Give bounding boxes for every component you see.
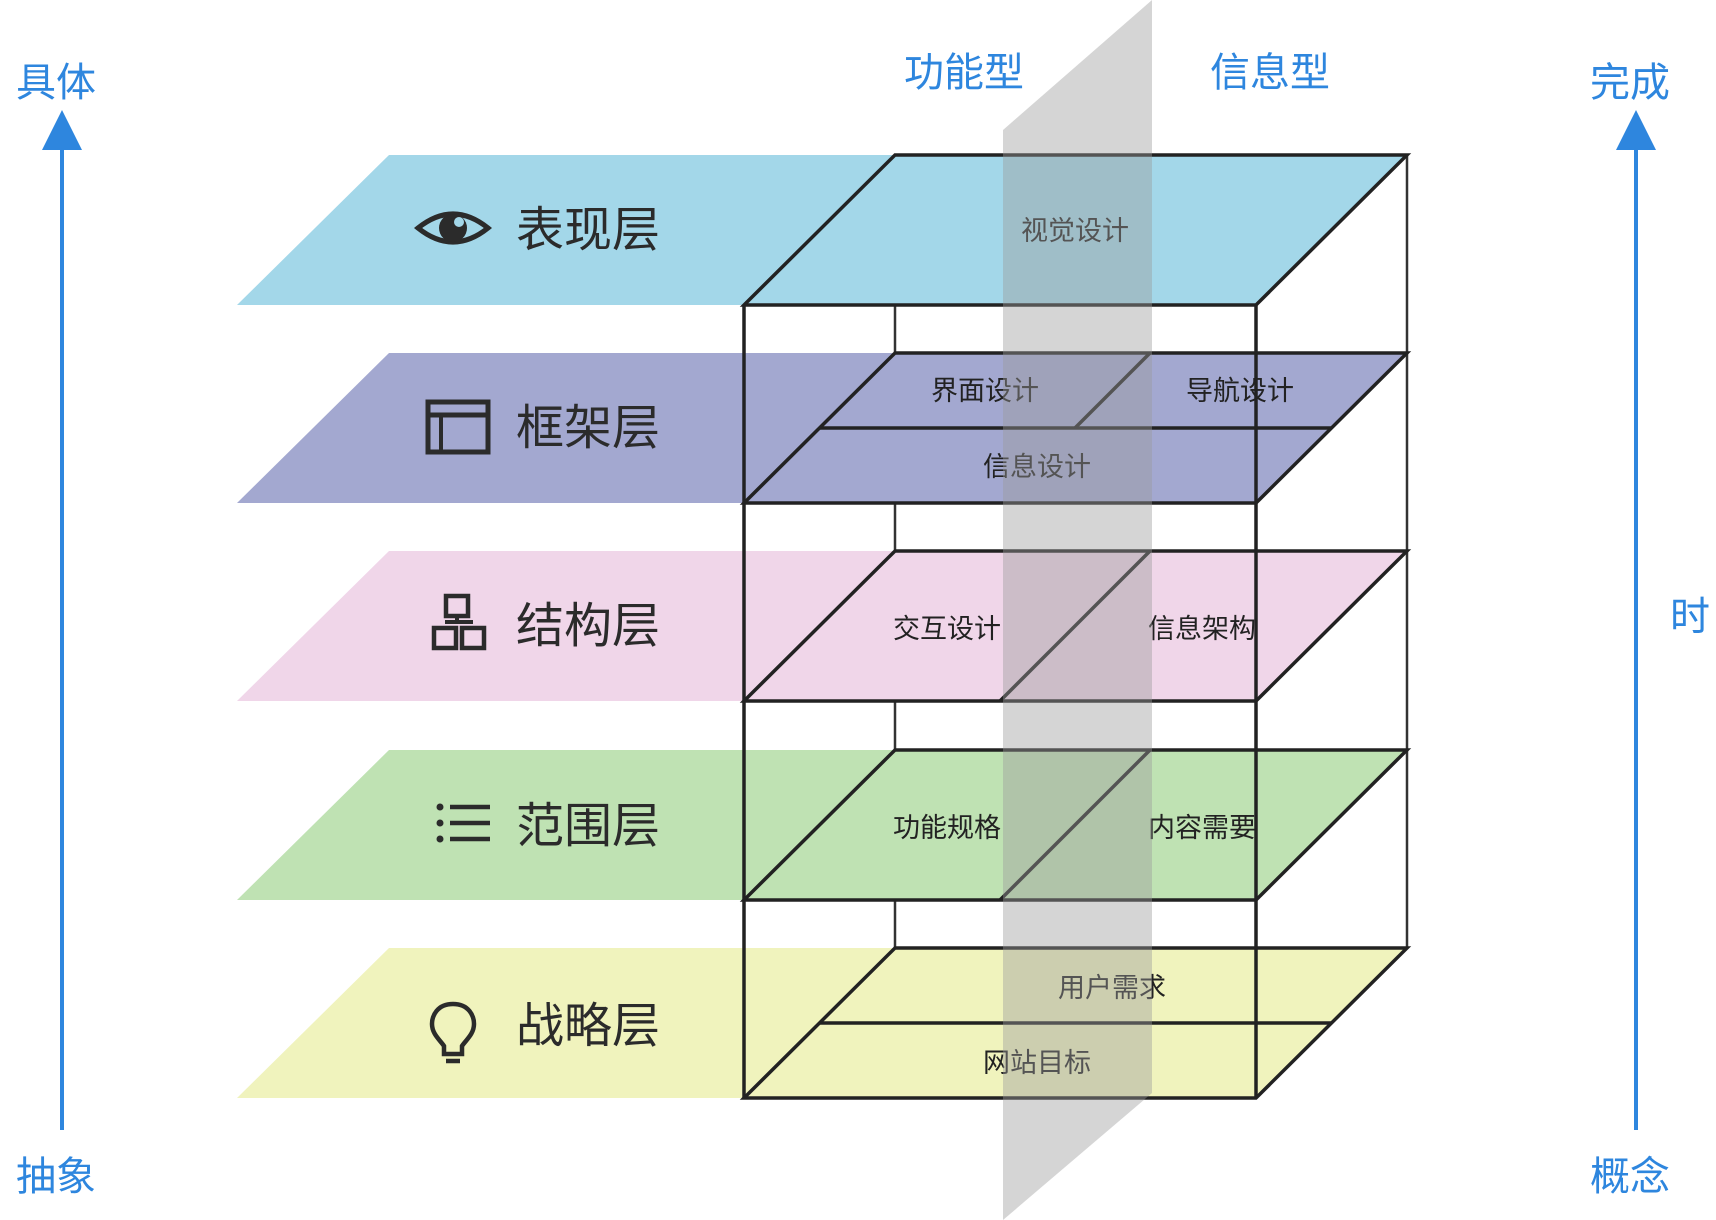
cell-user-needs: 用户需求 bbox=[1058, 973, 1166, 1004]
layer-surface-label: 表现层 bbox=[516, 202, 660, 258]
informational-column-label: 信息型 bbox=[1210, 50, 1330, 96]
window-icon bbox=[425, 399, 491, 455]
cell-interaction-design: 交互设计 bbox=[893, 614, 1001, 645]
cell-functional-spec: 功能规格 bbox=[893, 813, 1001, 844]
layer-skeleton: 框架层 界面设计 导航设计 信息设计 bbox=[237, 351, 1412, 505]
functional-column-label: 功能型 bbox=[904, 50, 1024, 96]
layer-skeleton-label: 框架层 bbox=[516, 400, 660, 456]
cell-interface-design: 界面设计 bbox=[931, 376, 1039, 407]
skeleton-divider-diagonal bbox=[1073, 351, 1152, 430]
hierarchy-icon bbox=[431, 593, 487, 651]
layer-structure-label: 结构层 bbox=[516, 598, 660, 654]
cell-information-architecture: 信息架构 bbox=[1148, 614, 1256, 645]
list-icon bbox=[436, 803, 490, 843]
layer-surface: 表现层 视觉设计 bbox=[237, 153, 1412, 307]
right-top-label: 完成 bbox=[1590, 60, 1670, 106]
cell-visual-design: 视觉设计 bbox=[1021, 216, 1129, 247]
cell-navigation-design: 导航设计 bbox=[1186, 376, 1294, 407]
right-middle-label: 时 bbox=[1670, 594, 1710, 640]
cell-information-design: 信息设计 bbox=[983, 452, 1091, 483]
layer-scope-label: 范围层 bbox=[516, 798, 660, 854]
cell-content-requirements: 内容需要 bbox=[1148, 813, 1256, 844]
layer-scope: 范围层 功能规格 内容需要 bbox=[237, 748, 1412, 902]
layer-strategy-label: 战略层 bbox=[516, 998, 660, 1054]
structure-divider-diagonal bbox=[998, 549, 1152, 703]
cell-site-objectives: 网站目标 bbox=[983, 1048, 1091, 1079]
divider-plane bbox=[1003, 0, 1152, 1220]
eye-icon bbox=[413, 211, 493, 245]
layer-strategy: 战略层 用户需求 网站目标 bbox=[237, 946, 1412, 1100]
left-bottom-label: 抽象 bbox=[16, 1154, 96, 1200]
lightbulb-icon bbox=[429, 1001, 477, 1064]
layer-structure: 结构层 交互设计 信息架构 bbox=[237, 549, 1412, 703]
layers-group: 表现层 视觉设计 框架层 界面设计 导航设计 信息设计 bbox=[237, 153, 1412, 1100]
right-bottom-label: 概念 bbox=[1590, 1154, 1670, 1200]
layer-surface-top bbox=[744, 155, 1407, 305]
left-top-label: 具体 bbox=[16, 60, 96, 106]
scope-divider-diagonal bbox=[998, 748, 1152, 902]
